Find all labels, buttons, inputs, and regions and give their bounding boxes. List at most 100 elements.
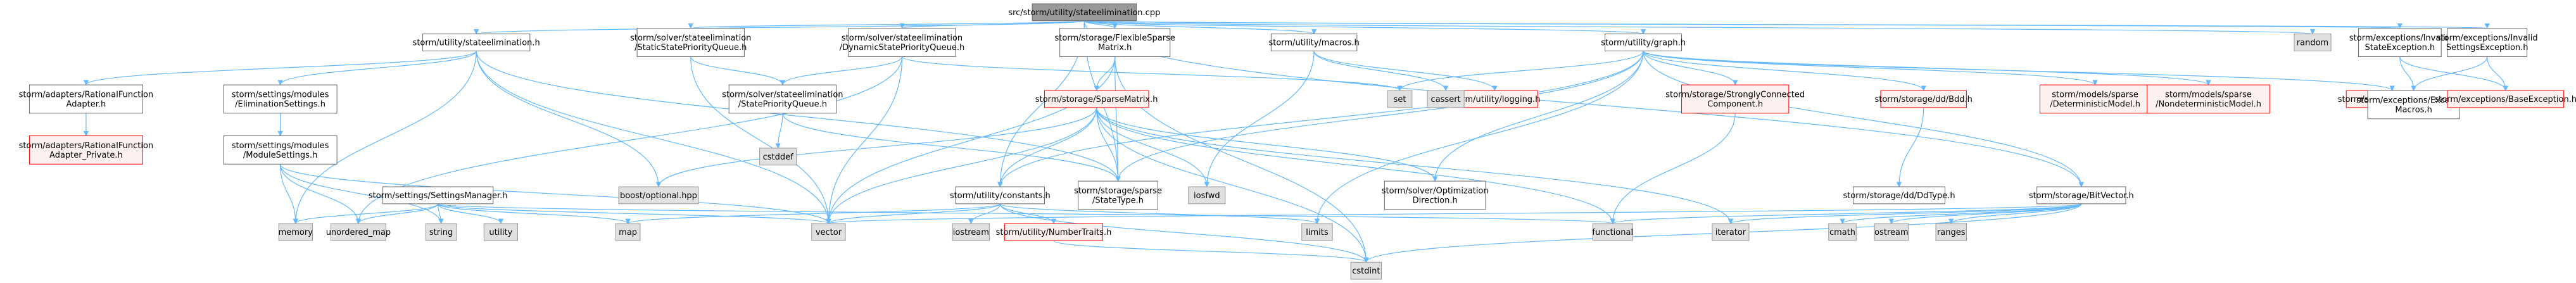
node-box (422, 34, 531, 51)
edge-graph-to-statetype (1115, 51, 1644, 182)
node-elimset[interactable]: storm/settings/modules/EliminationSettin… (223, 84, 338, 114)
nodes-layer: src/storm/utility/stateelimination.cppst… (19, 3, 2576, 280)
edge-bdd-to-ddtype (1896, 107, 1924, 187)
node-cstdint: cstdint (1350, 261, 1382, 280)
node-label: storm/settings/modules (232, 141, 329, 151)
node-bdd[interactable]: storm/storage/dd/Bdd.h (1874, 90, 1973, 108)
node-label: Macros.h (2395, 105, 2432, 115)
edge-setmgr-to-string (438, 203, 444, 224)
node-box (615, 223, 641, 241)
node-graph[interactable]: storm/utility/graph.h (1601, 34, 1686, 51)
node-sp_q[interactable]: storm/solver/stateelimination/StatePrior… (722, 84, 843, 114)
node-box (1852, 186, 1946, 204)
node-box (2447, 90, 2565, 108)
node-box (1712, 223, 1750, 241)
edge-root-to-graph (1083, 20, 1646, 35)
node-box (1059, 28, 1171, 57)
node-box (1350, 261, 1382, 280)
node-label: storm/solver/stateelimination (722, 90, 843, 99)
edge-graph-to-bdd (1643, 51, 1926, 91)
node-box (1592, 223, 1633, 241)
node-box (1681, 84, 1790, 114)
node-statetype[interactable]: storm/storage/sparse/StateType.h (1074, 180, 1162, 210)
node-label: /DynamicStatePriorityQueue.h (840, 43, 964, 53)
edge-dyn_q-to-vector (826, 56, 903, 224)
node-label: iosfwd (1194, 191, 1220, 201)
node-box (2358, 28, 2442, 57)
node-setmgr[interactable]: storm/settings/SettingsManager.h (369, 186, 508, 204)
node-label: random (2297, 39, 2328, 48)
edge-graph-to-optdir (1432, 51, 1644, 182)
edge-u_se-to-adapter (83, 50, 477, 85)
edge-exc_inv_state-to-exc_macros (2399, 56, 2416, 91)
node-label: storm/adapters/RationalFunction (19, 141, 154, 151)
node-constants[interactable]: storm/utility/constants.h (950, 186, 1051, 204)
node-box (1032, 3, 1137, 22)
node-iterator: iterator (1712, 223, 1750, 241)
node-ddtype[interactable]: storm/storage/dd/DdType.h (1843, 186, 1955, 204)
node-exc_base[interactable]: storm/exceptions/BaseException.h (2434, 90, 2576, 108)
node-bitvec[interactable]: storm/storage/BitVector.h (2029, 186, 2134, 204)
node-label: storm/solver/stateelimination (842, 34, 963, 43)
node-ostream: ostream (1874, 223, 1909, 241)
node-label: SettingsException.h (2446, 43, 2529, 53)
node-box (811, 223, 846, 241)
node-sparse[interactable]: storm/storage/SparseMatrix.h (1035, 90, 1158, 108)
node-dyn_q[interactable]: storm/solver/stateelimination/DynamicSta… (840, 28, 964, 57)
node-modset[interactable]: storm/settings/modules/ModuleSettings.h (223, 135, 338, 165)
node-label: storm/settings/modules (232, 90, 329, 99)
node-label: storm/storage/BitVector.h (2029, 191, 2134, 201)
node-label: StateException.h (2364, 43, 2435, 53)
node-label: string (429, 228, 453, 237)
node-label: storm/storage/sparse (1074, 186, 1162, 196)
node-detmodel[interactable]: storm/models/sparse/DeterministicModel.h (2040, 84, 2151, 114)
edge-sparse-to-constants (997, 107, 1097, 187)
edge-numtraits-to-cstdint (1053, 240, 1369, 263)
node-box (759, 148, 797, 166)
node-box (1828, 223, 1857, 241)
edge-exc_inv_set-to-exc_base (2487, 56, 2508, 91)
node-memory: memory (279, 223, 313, 241)
edge-sp_q-to-cstddef (775, 113, 783, 149)
node-label: storm/utility/NumberTraits.h (996, 228, 1112, 237)
edge-setmgr-to-utility (438, 203, 504, 224)
edge-sparse-to-optdir (1096, 107, 1438, 182)
node-macros[interactable]: storm/utility/macros.h (1268, 34, 1360, 51)
node-scc[interactable]: storm/storage/StronglyConnectedComponent… (1665, 84, 1805, 114)
node-label: Matrix.h (1098, 43, 1132, 53)
node-label: Direction.h (1413, 196, 1458, 205)
edge-u_se-to-boostopt (476, 51, 662, 187)
edge-macros-to-iosfwd (1204, 51, 1315, 187)
node-label: iostream (953, 228, 989, 237)
node-label: cstdint (1352, 267, 1380, 276)
node-u_se[interactable]: storm/utility/stateelimination.h (413, 34, 540, 51)
node-logging[interactable]: storm/utility/logging.h (1449, 90, 1541, 108)
node-exc_inv_set[interactable]: storm/exceptions/InvalidSettingsExceptio… (2437, 28, 2538, 57)
node-label: storm/exceptions/BaseException.h (2434, 95, 2576, 104)
edge-u_se-to-memory (293, 51, 477, 224)
node-box (955, 186, 1045, 204)
node-adapter_priv[interactable]: storm/adapters/RationalFunctionAdapter_P… (19, 135, 154, 165)
node-box (28, 135, 143, 165)
node-label: /NondeterministicModel.h (2156, 99, 2261, 109)
edge-constants-to-map (625, 203, 1001, 224)
node-box (2036, 186, 2126, 204)
node-label: storm/exceptions/Invalid (2349, 34, 2451, 43)
node-box (728, 84, 837, 114)
node-label: set (1394, 95, 1406, 104)
node-box (223, 84, 338, 114)
node-iostream: iostream (952, 223, 990, 241)
edge-sparse-to-iterator (1096, 107, 1734, 224)
node-label: /EliminationSettings.h (235, 99, 325, 109)
node-numtraits[interactable]: storm/utility/NumberTraits.h (996, 223, 1112, 241)
node-box (1188, 186, 1226, 204)
node-nondetmodel[interactable]: storm/models/sparse/NondeterministicMode… (2147, 84, 2270, 114)
node-label: storm/solver/stateelimination (630, 34, 751, 43)
node-set: set (1387, 90, 1413, 108)
node-static_q[interactable]: storm/solver/stateelimination/StaticStat… (630, 28, 751, 57)
